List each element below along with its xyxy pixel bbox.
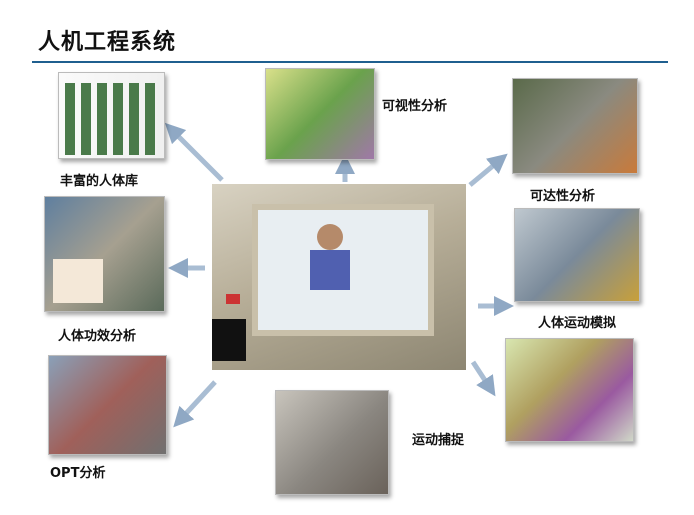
arrow-to-reachability bbox=[468, 153, 508, 187]
motion-capture-label: 运动捕捉 bbox=[412, 433, 465, 448]
reachability-image bbox=[512, 78, 638, 174]
vehicle-entry-image bbox=[505, 338, 634, 442]
visibility-image bbox=[265, 68, 375, 160]
motion-simulation-label: 人体运动模拟 bbox=[538, 316, 617, 331]
arrow-to-opt bbox=[173, 380, 217, 428]
human-library-label: 丰富的人体库 bbox=[60, 174, 139, 189]
ergonomics-image bbox=[44, 196, 165, 312]
ergonomics-label: 人体功效分析 bbox=[58, 329, 137, 344]
opt-label: OPT分析 bbox=[50, 466, 106, 481]
arrow-to-library bbox=[164, 122, 224, 182]
reachability-label: 可达性分析 bbox=[530, 189, 596, 204]
motion-capture-image bbox=[275, 390, 389, 495]
visibility-label: 可视性分析 bbox=[382, 99, 448, 114]
human-library-image bbox=[58, 72, 165, 159]
title-divider bbox=[32, 61, 668, 63]
arrow-to-capture-right bbox=[470, 360, 496, 397]
center-cab-image bbox=[212, 184, 466, 370]
page-title: 人机工程系统 bbox=[38, 30, 177, 55]
motion-simulation-image bbox=[514, 208, 640, 302]
opt-image bbox=[48, 355, 167, 455]
